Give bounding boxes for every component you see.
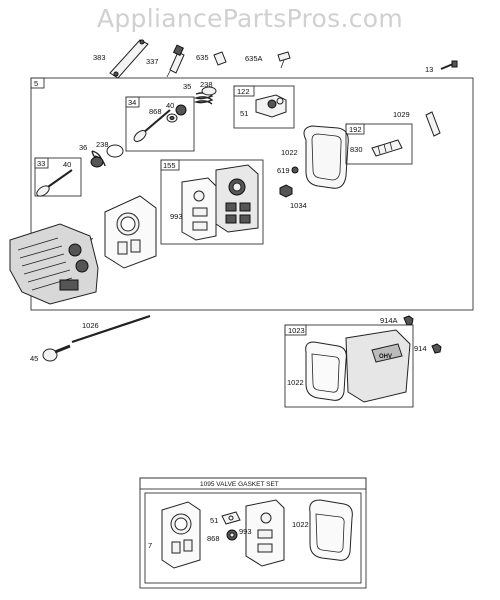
part-7-head-gasket[interactable] (104, 195, 157, 269)
label-238b: 238 (96, 140, 109, 149)
part-1029-rocker[interactable] (425, 111, 441, 137)
set-part-993-gasket[interactable] (245, 499, 285, 567)
assembly-5-label: 5 (34, 79, 38, 88)
set-part-7-head-gasket[interactable] (161, 501, 201, 569)
label-635A: 635A (245, 54, 263, 63)
label-1022: 1022 (281, 148, 298, 157)
label-914A: 914A (380, 316, 398, 325)
part-914A-screw[interactable] (403, 315, 414, 326)
label-993: 993 (170, 212, 183, 221)
part-valve-34[interactable] (132, 109, 171, 144)
label-868: 868 (149, 107, 162, 116)
part-cylinder-head-plate[interactable] (215, 164, 259, 233)
set-part-868-seal[interactable] (226, 529, 238, 541)
part-238-ring[interactable] (106, 144, 124, 158)
set-label-1022: 1022 (292, 520, 309, 529)
part-1022-cover-gasket[interactable] (305, 341, 347, 401)
part-914-screw[interactable] (431, 343, 442, 354)
label-40b: 40 (63, 160, 71, 169)
label-830: 830 (350, 145, 363, 154)
part-1026-push-rod[interactable] (71, 314, 151, 344)
gasket-set-title: 1095 VALVE GASKET SET (200, 481, 279, 488)
label-914: 914 (414, 344, 427, 353)
part-619-fitting[interactable] (291, 166, 299, 174)
assembly-34-box: 34 (125, 96, 195, 152)
label-635: 635 (196, 53, 209, 62)
gasket-set-frame: 1095 VALVE GASKET SET (139, 477, 367, 589)
part-993-gasket[interactable] (181, 177, 217, 241)
set-label-7: 7 (148, 541, 152, 550)
label-383: 383 (93, 53, 106, 62)
label-35: 35 (183, 82, 191, 91)
label-13: 13 (425, 65, 433, 74)
svg-text:155: 155 (163, 161, 176, 170)
label-51: 51 (240, 109, 248, 118)
set-label-993: 993 (239, 527, 252, 536)
label-1034: 1034 (290, 201, 307, 210)
label-45: 45 (30, 354, 38, 363)
part-868-retainer[interactable] (166, 113, 178, 123)
svg-text:33: 33 (37, 159, 45, 168)
assembly-192-box: 192 (345, 123, 413, 165)
label-1026: 1026 (82, 321, 99, 330)
set-part-51-gasket[interactable] (221, 511, 241, 525)
assembly-1023-box: 1023 (284, 324, 414, 408)
part-1022-valve-cover[interactable] (303, 125, 349, 189)
part-635-clip[interactable] (213, 51, 227, 66)
label-238: 238 (200, 80, 213, 89)
part-40-seal[interactable] (175, 104, 187, 116)
svg-text:34: 34 (128, 98, 136, 107)
label-619: 619 (277, 166, 290, 175)
part-1023-valve-cover[interactable]: OHV (345, 329, 411, 403)
part-valve-33[interactable] (35, 169, 73, 198)
label-1029: 1029 (393, 110, 410, 119)
svg-text:122: 122 (237, 87, 250, 96)
assembly-33-box: 33 (34, 157, 82, 197)
label-40: 40 (166, 101, 174, 110)
label-36: 36 (79, 143, 87, 152)
cover-ohv-text: OHV (379, 354, 392, 360)
set-label-51: 51 (210, 516, 218, 525)
part-1034-nut[interactable] (279, 184, 293, 198)
part-238-spring-cap[interactable] (201, 86, 217, 96)
assembly-5-frame: 5 (30, 77, 474, 311)
assembly-122-box: 122 (233, 85, 295, 129)
part-122-bracket[interactable] (255, 94, 287, 118)
svg-text:192: 192 (349, 125, 362, 134)
part-cylinder-head[interactable] (9, 223, 99, 305)
set-part-1022-gasket[interactable] (309, 499, 353, 561)
svg-text:1023: 1023 (288, 326, 305, 335)
part-635A-screw[interactable] (277, 51, 291, 69)
part-830-breather[interactable] (371, 139, 403, 157)
part-337-spark-plug[interactable] (166, 44, 185, 78)
part-13-bolt[interactable] (440, 60, 458, 70)
watermark: AppliancePartsPros.com (96, 4, 404, 33)
label-337: 337 (146, 57, 159, 66)
set-label-868: 868 (207, 534, 220, 543)
assembly-155-box: 155 (160, 159, 264, 245)
part-45-tappet[interactable] (42, 344, 71, 362)
part-383-bracket[interactable] (109, 39, 149, 79)
part-36-spring[interactable] (90, 150, 106, 168)
label-1022b: 1022 (287, 378, 304, 387)
